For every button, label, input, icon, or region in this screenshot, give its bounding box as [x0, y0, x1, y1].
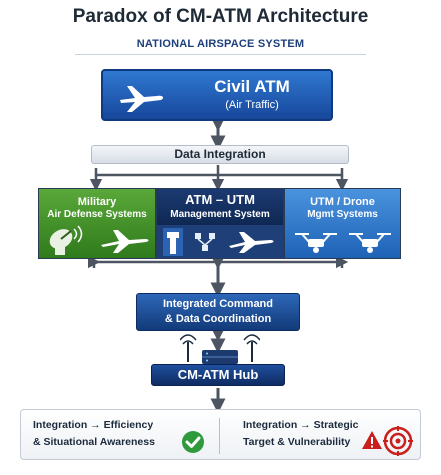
outcome-left-line1: Integration → Efficiency: [33, 419, 154, 431]
cm-atm-hub: CM-ATM Hub: [151, 364, 285, 386]
civil-atm-box: Civil ATM (Air Traffic): [101, 69, 333, 121]
civil-atm-title: Civil ATM: [214, 77, 290, 96]
civil-atm-subtitle: (Air Traffic): [225, 99, 279, 111]
command-line2: & Data Coordination: [164, 313, 272, 325]
drone-icon: [349, 233, 391, 253]
outcome-divider: [219, 418, 220, 454]
control-tower-icon: [163, 228, 183, 256]
atm-utm-subtitle: Management System: [170, 209, 270, 220]
utm-drone-subtitle: Mgmt Systems: [307, 209, 378, 220]
server-antenna-icon: [180, 334, 260, 364]
military-title: Military: [77, 196, 117, 208]
outcomes-panel: Integration → Efficiency & Situational A…: [20, 409, 421, 460]
fighter-jet-icon: [101, 230, 149, 253]
drone-icon: [295, 233, 337, 253]
aircraft-icon: [229, 232, 274, 253]
integrated-command-box: Integrated Command & Data Coordination: [136, 293, 300, 331]
atm-utm-title: ATM – UTM: [185, 192, 255, 207]
warning-icon: [362, 431, 382, 449]
network-nodes-icon: [195, 233, 215, 251]
outcome-right-line2: Target & Vulnerability: [243, 436, 351, 448]
page-subtitle: NATIONAL AIRSPACE SYSTEM: [136, 38, 305, 50]
radar-dish-icon: [49, 225, 83, 255]
military-panel: Military Air Defense Systems: [38, 188, 156, 259]
title-divider: [75, 54, 366, 55]
outcome-right-line1: Integration → Strategic: [243, 419, 359, 431]
data-integration-bar: Data Integration: [91, 145, 349, 164]
outcome-left-line2: & Situational Awareness: [33, 436, 155, 448]
military-subtitle: Air Defense Systems: [47, 209, 147, 220]
utm-drone-title: UTM / Drone: [310, 196, 375, 208]
page-title: Paradox of CM-ATM Architecture: [72, 6, 369, 27]
checkmark-icon: [182, 431, 204, 453]
utm-drone-panel: UTM / Drone Mgmt Systems: [284, 188, 401, 259]
atm-utm-panel: ATM – UTM Management System: [156, 188, 284, 259]
atm-utm-header: [157, 189, 283, 225]
command-line1: Integrated Command: [162, 298, 273, 310]
target-icon: [383, 426, 413, 456]
airplane-icon: [120, 86, 164, 112]
